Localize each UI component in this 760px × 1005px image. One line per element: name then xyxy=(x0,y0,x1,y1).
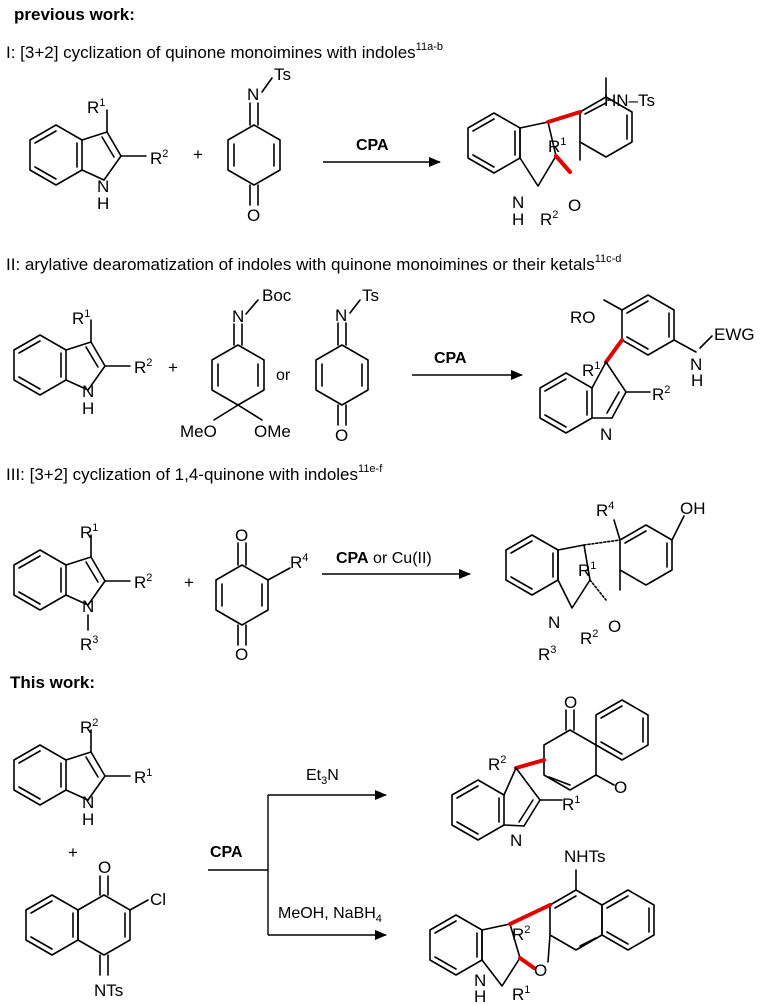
svg-text:CPA: CPA xyxy=(434,350,467,367)
heading-previous-work: previous work: xyxy=(14,5,135,24)
svg-text:N: N xyxy=(548,613,560,632)
svg-text:MeO: MeO xyxy=(180,422,217,441)
svg-text:O: O xyxy=(247,206,260,225)
indole-reactant-II: R1 R2 N H xyxy=(13,308,152,418)
svg-text:R2: R2 xyxy=(540,209,558,229)
indole-reactant-this-work: R2 R1 N H xyxy=(13,717,152,829)
svg-text:CPA or Cu(II): CPA or Cu(II) xyxy=(336,550,432,567)
section-I-title: I: [3+2] cyclization of quinone monoimin… xyxy=(6,41,443,62)
product-III: R4 OH R1 N R3 R2 O xyxy=(505,499,706,664)
svg-text:H: H xyxy=(82,810,94,829)
or-text: or xyxy=(276,367,291,384)
svg-text:N: N xyxy=(600,425,612,444)
svg-text:EWG: EWG xyxy=(714,325,755,344)
svg-text:R3: R3 xyxy=(538,644,556,664)
svg-text:O: O xyxy=(534,961,547,980)
svg-text:N: N xyxy=(82,382,94,401)
arrow-II: CPA xyxy=(412,350,523,380)
svg-text:Ts: Ts xyxy=(362,286,379,305)
svg-text:R2: R2 xyxy=(580,628,598,648)
svg-text:R1: R1 xyxy=(87,97,105,117)
plus-sign-II: + xyxy=(168,358,178,377)
svg-text:N: N xyxy=(232,307,244,326)
svg-text:H: H xyxy=(82,399,94,418)
arrow-III: CPA or Cu(II) xyxy=(322,550,471,579)
svg-text:O: O xyxy=(564,693,577,712)
svg-text:N: N xyxy=(690,355,702,374)
svg-text:OH: OH xyxy=(680,499,706,518)
product-this-work-top: O O R2 R1 N xyxy=(451,693,649,850)
svg-text:Ts: Ts xyxy=(274,65,291,84)
indole-reactant-III: R1 R2 N R3 xyxy=(13,522,152,654)
svg-text:R1: R1 xyxy=(512,984,530,1004)
svg-text:R2: R2 xyxy=(488,754,506,774)
svg-text:O: O xyxy=(335,426,348,445)
svg-text:R2: R2 xyxy=(150,148,168,168)
svg-text:R2: R2 xyxy=(134,572,152,592)
svg-text:R1: R1 xyxy=(72,308,90,328)
svg-text:RO: RO xyxy=(570,308,596,327)
svg-text:R3: R3 xyxy=(80,634,98,654)
plus-sign-III: + xyxy=(184,573,194,592)
svg-text:NTs: NTs xyxy=(94,981,123,1000)
svg-text:R1: R1 xyxy=(80,522,98,542)
svg-text:O: O xyxy=(568,196,581,215)
svg-text:N: N xyxy=(247,85,259,104)
svg-text:O: O xyxy=(614,778,627,797)
svg-text:N: N xyxy=(97,177,109,196)
svg-text:H: H xyxy=(97,194,109,213)
product-II: RO N H EWG R1 R2 N xyxy=(539,294,755,444)
section-III-title: III: [3+2] cyclization of 1,4-quinone wi… xyxy=(6,463,383,484)
svg-text:R2: R2 xyxy=(80,717,98,737)
benzoquinone-III: O O R4 xyxy=(215,526,308,664)
svg-text:NHTs: NHTs xyxy=(564,847,606,866)
svg-text:CPA: CPA xyxy=(356,137,389,154)
svg-text:MeOH, NaBH4: MeOH, NaBH4 xyxy=(278,905,382,925)
svg-text:O: O xyxy=(98,858,111,877)
svg-text:N: N xyxy=(474,971,486,990)
heading-this-work: This work: xyxy=(10,673,95,692)
svg-text:O: O xyxy=(235,526,248,545)
svg-text:H: H xyxy=(691,371,703,390)
svg-text:R1: R1 xyxy=(548,136,566,156)
indole-reactant-I: R1 R2 N H xyxy=(29,97,168,213)
svg-text:HN–Ts: HN–Ts xyxy=(604,91,655,110)
arrow-I: CPA xyxy=(323,137,441,167)
svg-text:R2: R2 xyxy=(652,384,670,404)
svg-text:OMe: OMe xyxy=(254,422,291,441)
svg-text:O: O xyxy=(235,645,248,664)
svg-text:Cl: Cl xyxy=(150,890,166,909)
svg-text:N: N xyxy=(335,306,347,325)
plus-sign-this-work: + xyxy=(68,843,78,862)
quinone-monoimine-ketal-II: N Boc MeO OMe xyxy=(180,286,292,441)
branching-arrow: CPA Et3N MeOH, NaBH4 xyxy=(208,767,387,940)
svg-text:N: N xyxy=(82,597,94,616)
svg-text:R4: R4 xyxy=(290,552,308,572)
section-II-title: II: arylative dearomatization of indoles… xyxy=(6,253,621,274)
svg-text:N: N xyxy=(510,831,522,850)
svg-text:H: H xyxy=(474,987,486,1005)
svg-text:R2: R2 xyxy=(134,357,152,377)
svg-text:R4: R4 xyxy=(596,500,614,520)
product-this-work-bottom: NHTs O R2 R1 N H xyxy=(429,847,655,1005)
svg-text:R1: R1 xyxy=(578,560,596,580)
svg-text:H: H xyxy=(512,210,524,229)
svg-text:R1: R1 xyxy=(134,767,152,787)
naphthoquinone-imine-reactant: O Cl NTs xyxy=(25,858,166,1000)
svg-text:CPA: CPA xyxy=(210,844,243,861)
quinone-monoimine-I: N Ts O xyxy=(227,65,291,225)
product-I: HN–Ts R1 R2 N H O xyxy=(467,77,655,229)
quinone-monoimine-II: N Ts O xyxy=(315,286,379,445)
svg-text:R2: R2 xyxy=(512,924,530,944)
svg-text:Et3N: Et3N xyxy=(306,767,339,787)
svg-text:O: O xyxy=(608,617,621,636)
svg-text:N: N xyxy=(82,793,94,812)
svg-text:Boc: Boc xyxy=(262,286,292,305)
svg-text:N: N xyxy=(512,193,524,212)
plus-sign: + xyxy=(193,145,203,164)
svg-text:R1: R1 xyxy=(562,794,580,814)
